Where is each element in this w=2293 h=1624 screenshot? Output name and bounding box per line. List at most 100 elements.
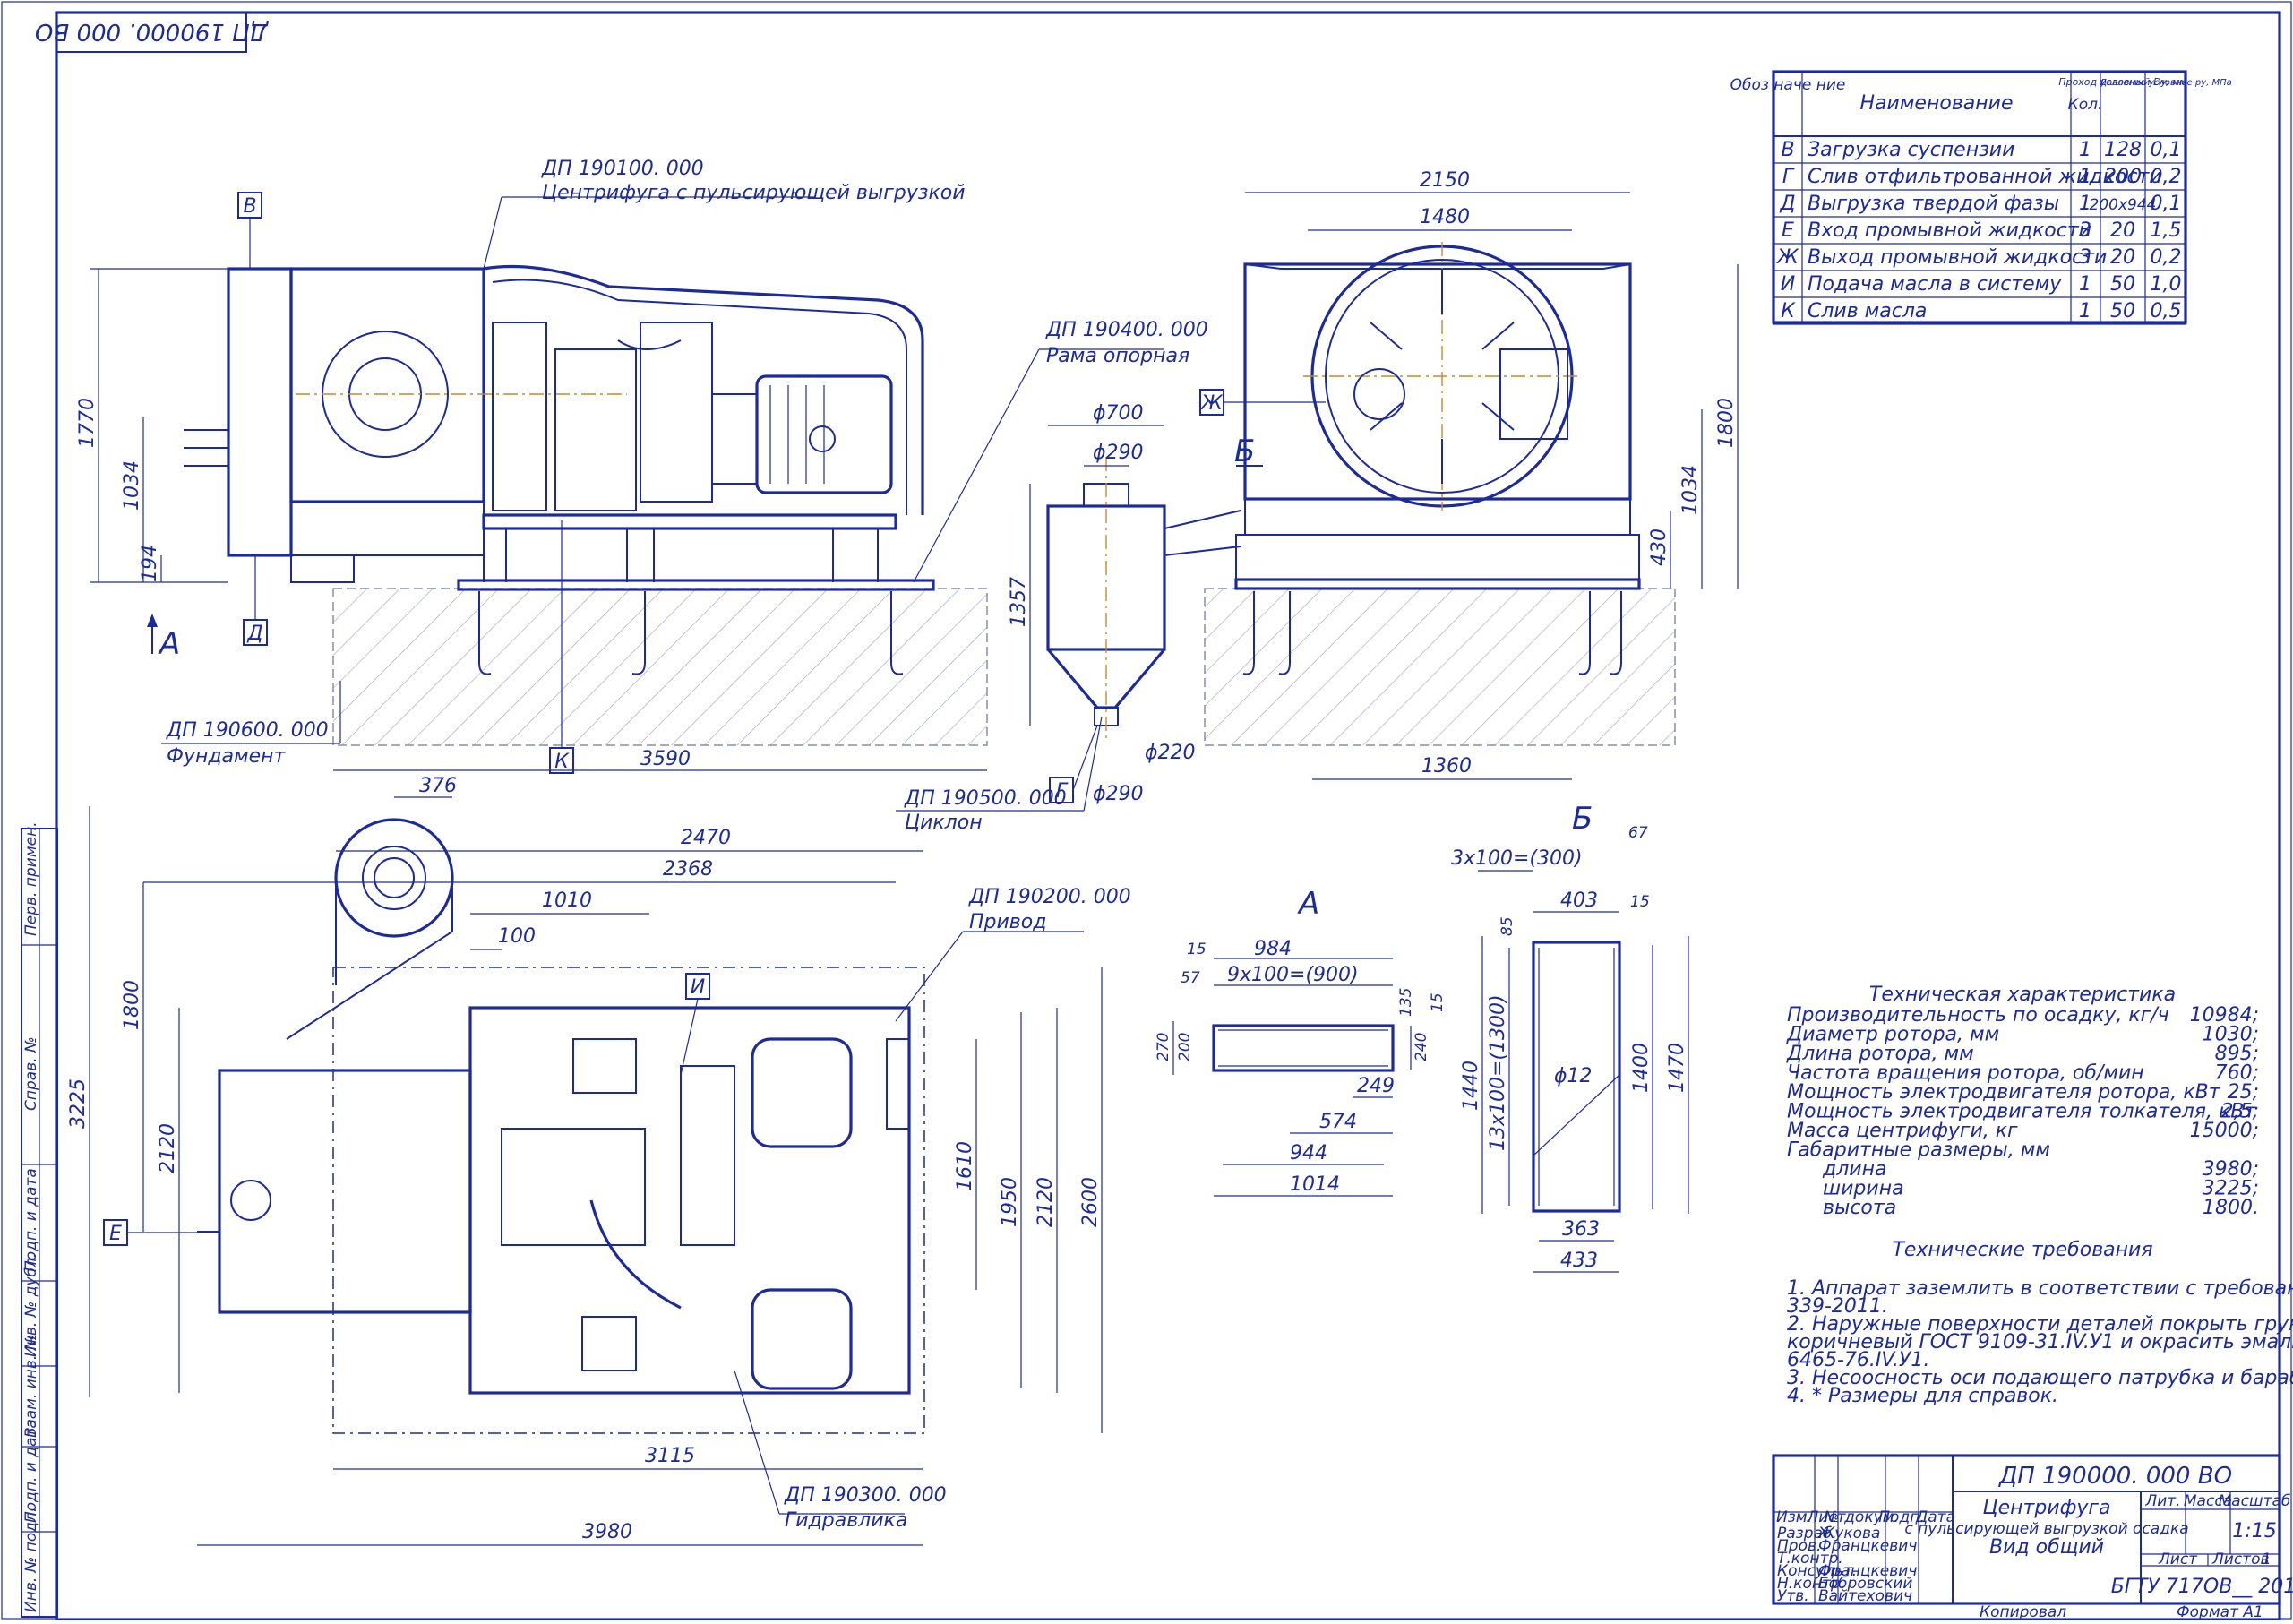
tech-char-label: длина <box>1822 1158 1886 1181</box>
dim-plan-2120-right: 2120 <box>1035 1177 1057 1227</box>
tb-person: Вайтехович <box>1818 1587 1912 1605</box>
tb-people: Разраб.ЖуковаПров.ФранцкевичТ.контр.Конс… <box>1777 1525 1917 1605</box>
dim-b-15: 15 <box>1630 893 1650 911</box>
port-label-d: Д <box>246 623 262 645</box>
table-cell-code: К <box>1781 300 1796 322</box>
callout-centrifuge-name: Центрифуга с пульсирующей выгрузкой <box>542 182 966 204</box>
dim-a-249: 249 <box>1357 1075 1395 1097</box>
tech-char-value: 760; <box>2215 1062 2259 1085</box>
front-view: В Д К А 1770 1034 194 3590 ДП 190100. 00… <box>76 158 1208 774</box>
dim-a-240: 240 <box>1413 1033 1430 1061</box>
callout-foundation-code: ДП 190600. 000 <box>166 719 329 742</box>
dim-cyclone-d290-top: ϕ290 <box>1093 442 1144 464</box>
callout-foundation-name: Фундамент <box>167 745 287 768</box>
dim-plan-2368: 2368 <box>663 858 713 881</box>
tech-char-label: Производительность по осадку, кг/ч <box>1787 1004 2169 1027</box>
table-cell-pressure: 0,2 <box>2151 166 2182 188</box>
tb-role: Консульт. <box>1777 1562 1857 1580</box>
tech-req-line: 6465-76.IV.У1. <box>1787 1349 1929 1371</box>
dim-a-270: 270 <box>1155 1033 1172 1061</box>
table-cell-dn: 50 <box>2110 273 2135 296</box>
dim-front-1034: 1034 <box>121 460 143 511</box>
tech-req-line: 339-2011. <box>1787 1295 1888 1318</box>
tb-role: Т.контр. <box>1777 1550 1843 1568</box>
dim-a-57: 57 <box>1181 969 1200 987</box>
detail-view-a: А 15 984 57 9x100=(900) 135 15 270 200 2… <box>1155 886 1447 1197</box>
side-strip: Перв. примен. Справ. № Подп. и дата Инв.… <box>21 821 58 1618</box>
top-stamp-box <box>56 12 247 53</box>
dim-b-3x100: 3x100=(300) <box>1451 847 1583 870</box>
tb-role: Н.контр. <box>1777 1575 1845 1593</box>
tb-role: Разраб. <box>1777 1525 1837 1542</box>
table-cell-code: И <box>1781 273 1795 296</box>
tb-sheets-n: 1 <box>2262 1551 2272 1568</box>
table-cell-dn: 200х944 <box>2090 196 2157 214</box>
strip-label-2: Справ. № <box>22 1036 40 1111</box>
tech-char-label: Мощность электродвигателя ротора, кВт <box>1787 1081 2221 1104</box>
tech-char-value: 2,5; <box>2221 1101 2259 1123</box>
callout-frame-name: Рама опорная <box>1046 345 1189 367</box>
port-label-g: Г <box>1056 780 1069 803</box>
dim-side-2150: 2150 <box>1420 169 1470 192</box>
table-cell-code: В <box>1781 139 1794 161</box>
foundation-block <box>332 588 988 746</box>
callout-drive-name: Привод <box>969 911 1046 933</box>
table-cell-pressure: 0,5 <box>2151 300 2182 322</box>
callout-hydraulics-code: ДП 190300. 000 <box>784 1484 947 1507</box>
tech-req-title: Технические требования <box>1892 1239 2152 1261</box>
section-mark-b: Б <box>1234 434 1255 469</box>
dim-side-1034: 1034 <box>1679 465 1702 515</box>
side-view: 2150 1480 1800 1034 430 1360 Ж Б <box>1199 169 1739 780</box>
table-cell-dn: 50 <box>2110 300 2135 322</box>
callout-frame-code: ДП 190400. 000 <box>1045 319 1208 341</box>
strip-label-4: Инв. № дубл. <box>22 1253 40 1357</box>
table-cell-name: Слив отфильтрованной жидкости <box>1808 166 2162 188</box>
cyclone-view: ϕ700 ϕ290 1357 ϕ220 ϕ290 Г ДП 190500. 00… <box>896 402 1241 834</box>
title-block: ДП 190000. 000 ВО Центрифуга с пульсирую… <box>1772 1454 2293 1621</box>
tb-header-cell: № докум. <box>1823 1508 1899 1526</box>
dim-plan-1610: 1610 <box>954 1141 976 1191</box>
tech-char-value: 15000; <box>2190 1120 2259 1142</box>
dim-a-200: 200 <box>1176 1033 1194 1061</box>
tb-header-cell: Лист <box>1806 1508 1846 1526</box>
centrifuge-body <box>289 267 485 503</box>
table-cell-code: Д <box>1779 193 1795 215</box>
protective-cover <box>483 264 924 515</box>
table-cell-pressure: 0,1 <box>2151 193 2182 215</box>
dim-plan-2120-left: 2120 <box>157 1123 179 1173</box>
tech-char-value: 1800. <box>2203 1197 2259 1219</box>
tech-req-line: 3. Несоосность оси подающего патрубка и … <box>1787 1367 2293 1389</box>
table-header-4: Давление условное ру, МПа <box>2099 78 2231 88</box>
tech-req-line: 1. Аппарат заземлить в соответствии с тр… <box>1787 1277 2293 1300</box>
dim-plan-2470: 2470 <box>681 827 731 849</box>
table-cell-pressure: 0,1 <box>2151 139 2182 161</box>
table-cell-pressure: 0,2 <box>2151 246 2182 269</box>
tb-designation: ДП 190000. 000 ВО <box>1998 1463 2232 1490</box>
tech-char-value: 25; <box>2228 1081 2259 1104</box>
dim-b-1440: 1440 <box>1460 1061 1482 1111</box>
table-cell-qty: 1 <box>2079 193 2091 215</box>
dim-side-1800: 1800 <box>1715 398 1738 448</box>
tb-name-1: Центрифуга <box>1983 1497 2111 1519</box>
table-cell-qty: 1 <box>2079 300 2091 322</box>
dim-plan-1010: 1010 <box>542 889 592 912</box>
dim-a-135: 135 <box>1397 988 1415 1017</box>
table-cell-qty: 1 <box>2079 166 2091 188</box>
dim-b-403: 403 <box>1560 889 1598 912</box>
dim-front-3590: 3590 <box>640 748 691 770</box>
dim-b-433: 433 <box>1560 1250 1598 1272</box>
callout-cyclone-name: Циклон <box>905 812 983 834</box>
table-cell-qty: 3 <box>2079 246 2091 269</box>
tech-char-label: Диаметр ротора, мм <box>1786 1024 1999 1046</box>
detail-view-b: Б 3x100=(300) 67 403 15 85 1440 13x100=(… <box>1451 801 1689 1273</box>
table-cell-dn: 128 <box>2104 139 2142 161</box>
dim-b-1470: 1470 <box>1666 1043 1688 1093</box>
tb-header-cell: Дата <box>1915 1508 1955 1526</box>
strip-label-7: Инв. № подл. <box>22 1508 40 1612</box>
tech-char-label: Мощность электродвигателя толкателя, кВт <box>1787 1101 2256 1123</box>
tech-req-lines: 1. Аппарат заземлить в соответствии с тр… <box>1787 1277 2293 1407</box>
inlet-housing <box>227 267 293 557</box>
tech-req-line: 2. Наружные поверхности деталей покрыть … <box>1787 1313 2293 1336</box>
strip-label-6: Подп. и дата <box>22 1419 40 1523</box>
